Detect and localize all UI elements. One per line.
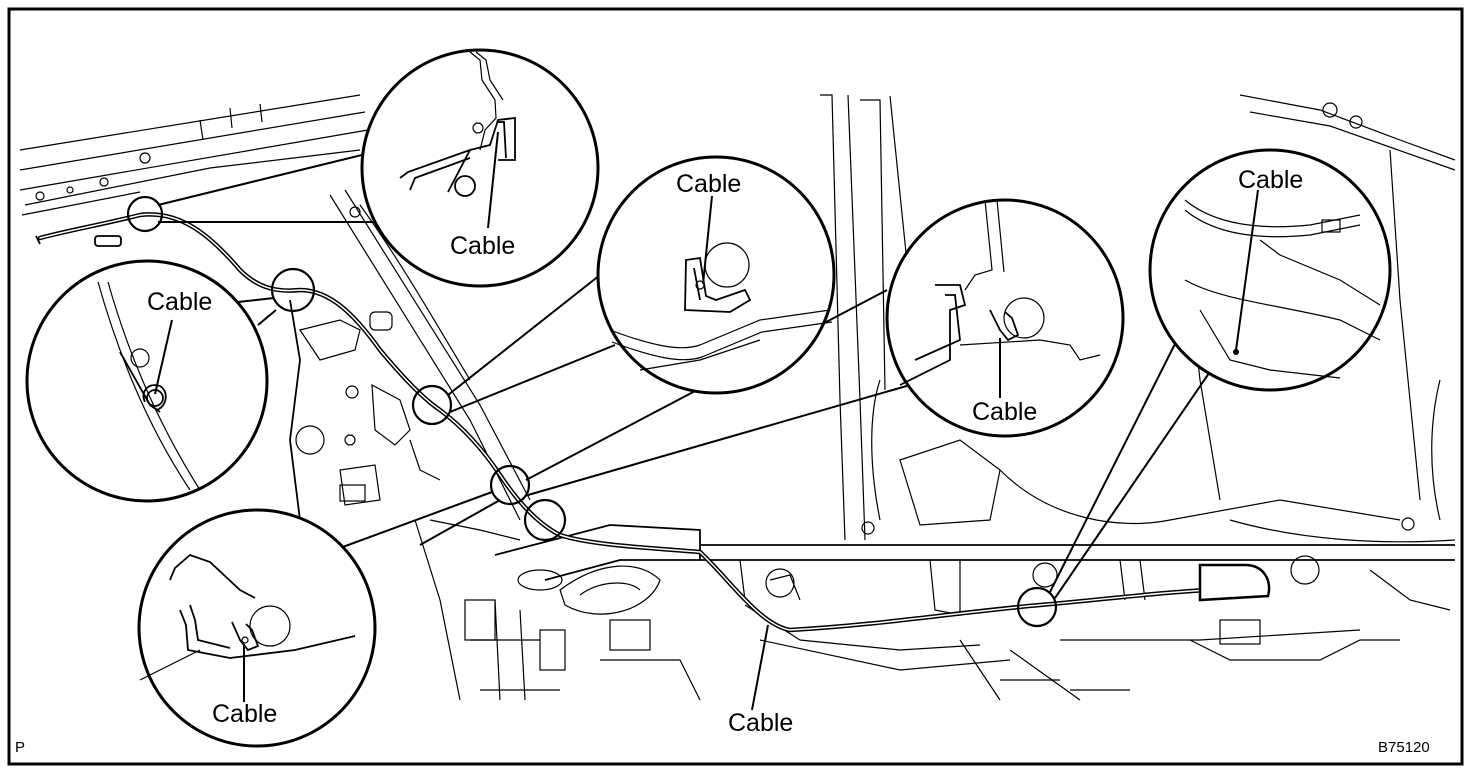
clamp-ring-5 — [523, 498, 567, 542]
clamp-ring-3 — [411, 384, 453, 426]
detail-view-5: Cable — [1148, 148, 1392, 392]
detail-6-label: Cable — [212, 700, 277, 728]
cable-harness — [35, 212, 1271, 633]
clamp-ring-6 — [1016, 586, 1058, 628]
clamp-ring-1 — [126, 195, 164, 233]
figure-code: B75120 — [1378, 739, 1430, 756]
detail-3-label: Cable — [676, 170, 741, 198]
detail-view-3: Cable — [596, 155, 836, 395]
detail-view-1: Cable — [360, 48, 600, 288]
detail-view-6: Cable — [137, 508, 377, 748]
detail-view-2: Cable — [25, 259, 269, 503]
clamp-ring-2 — [270, 267, 316, 313]
detail-4-label: Cable — [972, 398, 1037, 426]
main-cable-label: Cable — [728, 709, 793, 737]
detail-leaders — [157, 152, 1219, 599]
detail-2-label: Cable — [147, 288, 212, 316]
detail-1-label: Cable — [450, 232, 515, 260]
main-cable-leader — [751, 624, 769, 711]
corner-mark: P — [15, 739, 25, 756]
detail-view-4: Cable — [885, 198, 1125, 438]
detail-5-label: Cable — [1238, 166, 1303, 194]
clamp-ring-4 — [489, 464, 531, 506]
